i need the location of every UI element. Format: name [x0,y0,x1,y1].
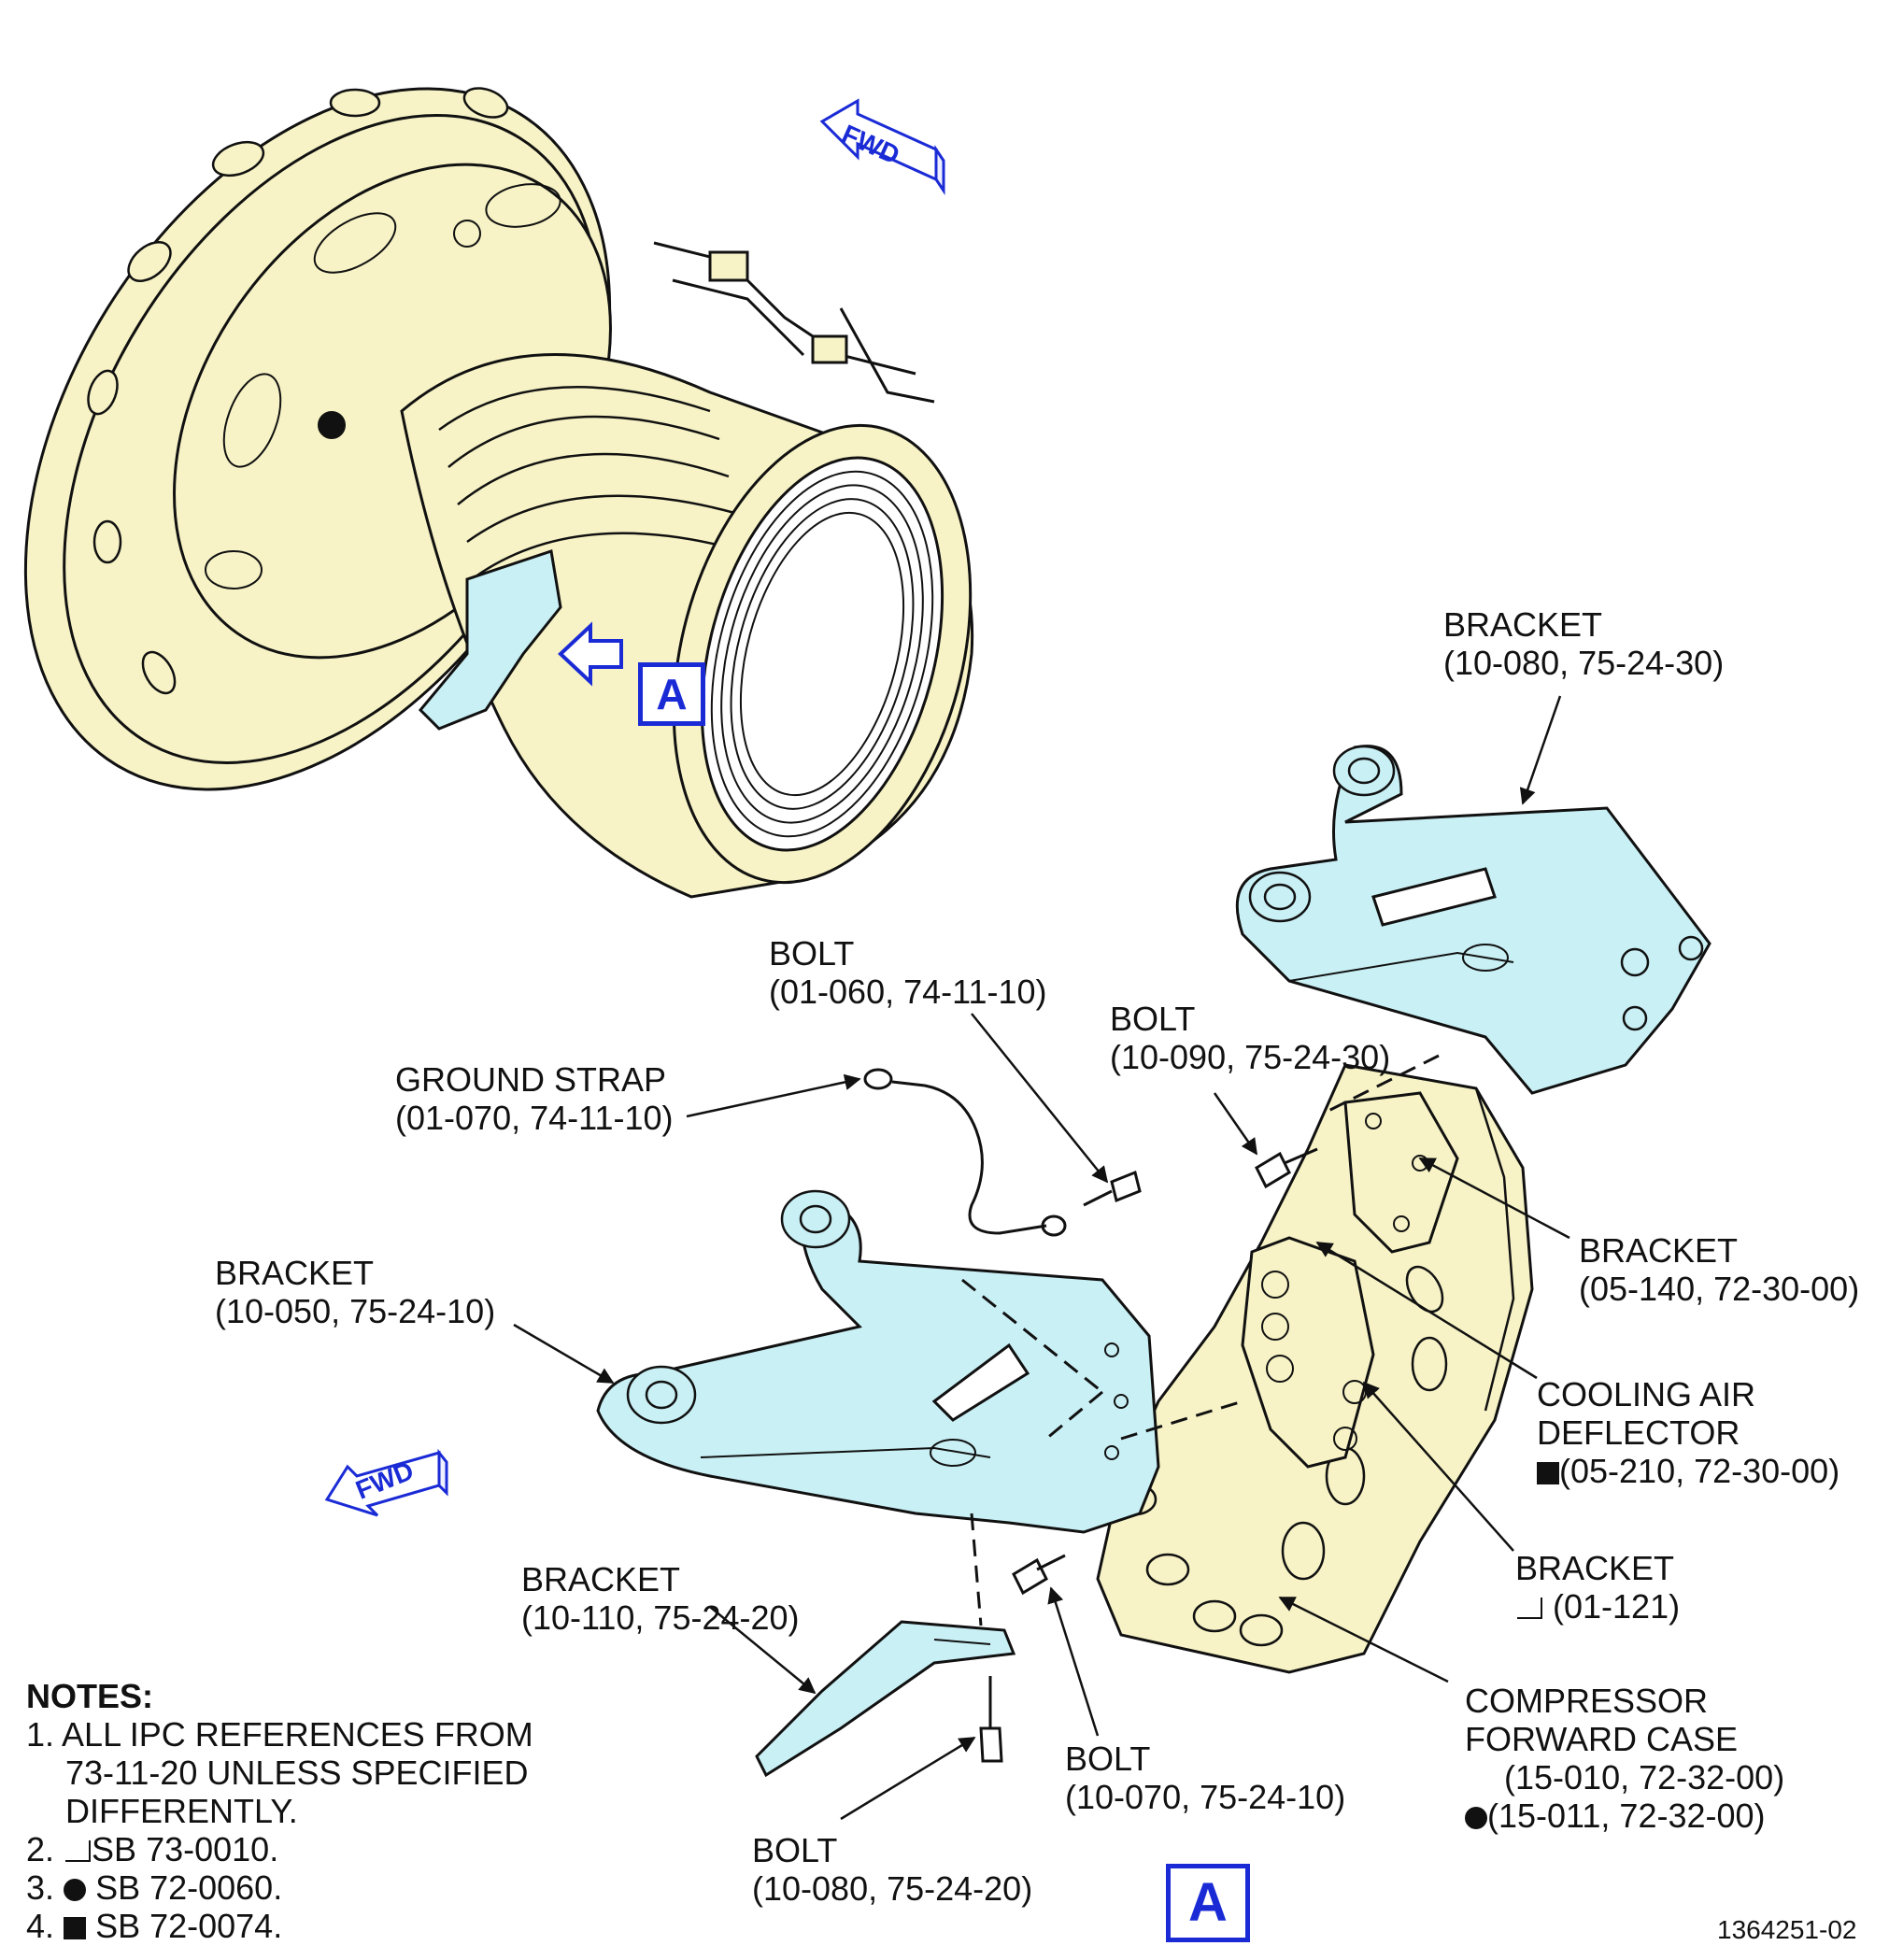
note-1: 1. ALL IPC REFERENCES FROM [26,1715,533,1754]
label-title: BRACKET [1515,1549,1675,1587]
label-cooling-air-deflector: COOLING AIR DEFLECTOR (05-210, 72-30-00) [1537,1375,1839,1490]
cooling-air-deflector-shape [1241,1236,1375,1469]
note-3: 3. SB 72-0060. [26,1868,533,1907]
label-ref-row: (01-121) [1515,1587,1680,1626]
note-3-text: SB 72-0060. [95,1868,283,1907]
label-ground-strap: GROUND STRAP (01-070, 74-11-10) [395,1060,674,1137]
label-ref: (01-121) [1553,1587,1681,1626]
label-title: BRACKET [1443,605,1603,644]
label-ref: (05-140, 72-30-00) [1579,1270,1860,1308]
label-bracket-10-050: BRACKET (10-050, 75-24-10) [215,1254,495,1330]
triangle-symbol-icon [1517,1598,1542,1619]
bracket-10-080-shape [1235,745,1711,1095]
note-4: 4. SB 72-0074. [26,1907,533,1945]
label-title: BRACKET [1579,1231,1739,1270]
label-title: BRACKET [215,1254,375,1292]
label-bracket-10-110: BRACKET (10-110, 75-24-20) [521,1560,800,1637]
view-flag-large: A [1166,1864,1250,1942]
label-title: BOLT [1065,1740,1151,1778]
label-ref: (10-070, 75-24-10) [1065,1778,1346,1816]
label-bracket-10-080: BRACKET (10-080, 75-24-30) [1443,605,1724,682]
label-ref: (10-050, 75-24-10) [215,1292,496,1330]
label-ref: (10-080, 75-24-30) [1443,644,1725,682]
view-flag-small: A [638,662,705,726]
label-bolt-10-080-2420: BOLT (10-080, 75-24-20) [752,1831,1032,1908]
note-2-number: 2. [26,1830,55,1868]
label-title: COOLING AIR [1537,1375,1756,1413]
label-compressor-forward-case: COMPRESSOR FORWARD CASE (15-010, 72-32-0… [1465,1682,1784,1835]
fwd-arrow-top-shape [819,98,945,195]
label-title: BOLT [1110,1000,1196,1038]
label-ref: (10-090, 75-24-30) [1110,1038,1391,1076]
label-bolt-01-060: BOLT (01-060, 74-11-10) [769,934,1047,1011]
bolts [979,1147,1318,1763]
triangle-symbol-icon [65,1840,92,1862]
label-ref: (10-110, 75-24-20) [521,1598,800,1637]
notes-block: NOTES: 1. ALL IPC REFERENCES FROM 73-11-… [26,1677,533,1945]
label-ref: (01-060, 74-11-10) [769,973,1047,1011]
note-1-line-3: DIFFERENTLY. [65,1792,298,1830]
dot-symbol-icon [1465,1807,1487,1829]
bracket-10-110-shape [755,1620,1016,1778]
bracket-05-140-shape [1343,1091,1459,1254]
label-bolt-10-090: BOLT (10-090, 75-24-30) [1110,1000,1390,1076]
notes-heading: NOTES: [26,1677,154,1715]
label-ref-row: (15-011, 72-32-00) [1465,1797,1784,1835]
view-arrow-a [558,621,623,687]
note-2-text: SB 73-0010. [92,1830,279,1868]
note-3-number: 3. [26,1868,55,1907]
engine-assembly [23,87,974,899]
bracket-10-050-shape [596,1189,1160,1534]
square-symbol-icon [64,1917,87,1939]
label-title: GROUND STRAP [395,1060,667,1099]
note-4-number: 4. [26,1907,55,1945]
label-ref: (15-010, 72-32-00) [1504,1758,1785,1797]
ground-strap-shape [863,1068,1067,1237]
label-title-2: DEFLECTOR [1537,1413,1740,1452]
label-title: BOLT [769,934,855,973]
note-4-text: SB 72-0074. [95,1907,283,1945]
label-bracket-05-140: BRACKET (05-140, 72-30-00) [1579,1231,1859,1308]
leader-lines [513,695,1570,1821]
label-title: COMPRESSOR [1465,1682,1709,1720]
dot-symbol-icon [64,1879,87,1901]
label-ref: (01-070, 74-11-10) [395,1099,674,1137]
alignment-lines [961,1054,1440,1719]
figure-number: 1364251-02 [1717,1915,1857,1944]
fwd-arrow-bottom-shape [324,1448,448,1517]
label-ref: (10-080, 75-24-20) [752,1869,1033,1908]
label-ref-row: (05-210, 72-30-00) [1537,1452,1839,1490]
label-ref: (05-210, 72-30-00) [1559,1452,1840,1490]
note-1-line-2: 73-11-20 UNLESS SPECIFIED [65,1754,529,1792]
label-title: BRACKET [521,1560,681,1598]
label-bracket-01-121: BRACKET (01-121) [1515,1549,1680,1626]
square-symbol-icon [1537,1462,1559,1484]
label-bolt-10-070: BOLT (10-070, 75-24-10) [1065,1740,1345,1816]
label-ref-2: (15-011, 72-32-00) [1487,1797,1766,1835]
label-title: BOLT [752,1831,838,1869]
note-2: 2. SB 73-0010. [26,1830,533,1868]
label-title-2: FORWARD CASE [1465,1720,1739,1758]
